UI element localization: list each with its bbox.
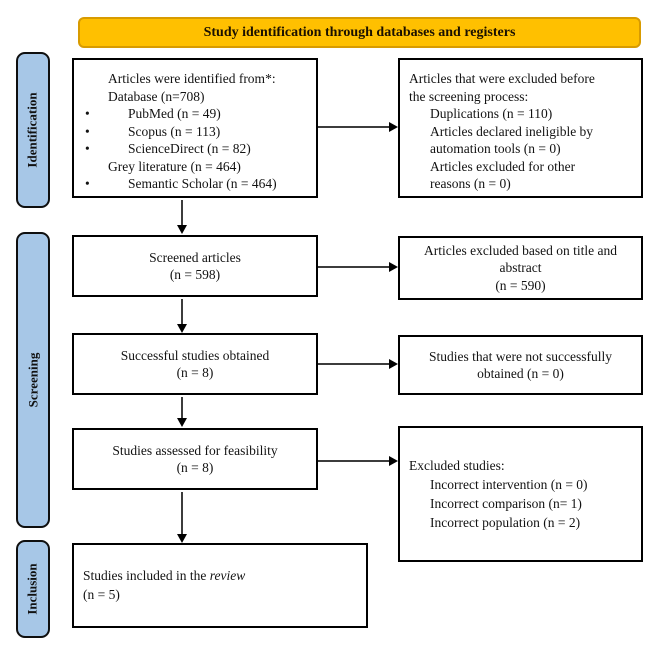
- arrow-feasibility-to-included: [177, 492, 187, 543]
- box-excluded-title-abstract: Articles excluded based on title and abs…: [398, 236, 643, 300]
- box-excluded-studies: Excluded studies: Incorrect intervention…: [398, 426, 643, 562]
- text-line: Articles that were excluded before: [409, 71, 595, 86]
- stage-screening-label: Screening: [25, 352, 40, 408]
- arrow-identified-to-screened: [177, 200, 187, 234]
- text-line: abstract: [499, 260, 542, 276]
- text-line: PubMed (n = 49): [128, 106, 221, 121]
- bullet-line: • Scopus (n = 113): [74, 123, 316, 141]
- text-line: (n = 8): [176, 460, 214, 475]
- stage-identification: Identification: [16, 52, 50, 208]
- text-line: (n = 598): [169, 267, 221, 282]
- box-screened-articles: Screened articles (n = 598): [72, 235, 318, 297]
- arrowhead-down-icon: [177, 418, 187, 427]
- bullet-icon: •: [85, 123, 90, 139]
- text-line: the screening process:: [409, 88, 529, 104]
- box-studies-obtained: Successful studies obtained (n = 8): [72, 333, 318, 395]
- box-studies-included: Studies included in the review (n = 5): [72, 543, 368, 628]
- arrowhead-right-icon: [389, 122, 398, 132]
- text-line: (n = 590): [495, 277, 546, 293]
- text-line: Studies that were not successfully: [429, 348, 612, 364]
- bullet-line: • Semantic Scholar (n = 464): [74, 175, 316, 193]
- bullet-icon: •: [85, 141, 90, 156]
- box-studies-not-obtained: Studies that were not successfully obtai…: [398, 335, 643, 395]
- stage-inclusion-label: Inclusion: [25, 563, 40, 615]
- bullet-icon: •: [85, 176, 90, 191]
- text-line: reasons (n = 0): [430, 176, 511, 191]
- text-line: Scopus (n = 113): [128, 123, 221, 139]
- text-line: Incorrect intervention (n = 0): [430, 477, 588, 492]
- box-assessed-feasibility: Studies assessed for feasibility (n = 8): [72, 428, 318, 490]
- text-line: Articles were identified from*:: [108, 71, 276, 86]
- box-articles-identified: Articles were identified from*: Database…: [72, 58, 318, 198]
- arrow-identified-to-excluded: [318, 122, 398, 132]
- text-line: Semantic Scholar (n = 464): [128, 176, 277, 191]
- stage-screening: Screening: [16, 232, 50, 528]
- text-segment: Studies included in the: [83, 568, 210, 583]
- stage-identification-label: Identification: [25, 92, 40, 168]
- bullet-line: • ScienceDirect (n = 82): [74, 140, 316, 158]
- text-line: Articles declared ineligible by: [430, 123, 594, 139]
- arrow-obtained-to-feasibility: [177, 397, 187, 427]
- text-line: Grey literature (n = 464): [108, 158, 241, 174]
- text-line: Duplications (n = 110): [430, 106, 553, 121]
- text-line: Successful studies obtained: [120, 347, 270, 363]
- text-line: automation tools (n = 0): [430, 141, 561, 156]
- text-line: Articles excluded for other: [430, 158, 576, 174]
- arrow-screened-to-obtained: [177, 299, 187, 333]
- text-line: (n = 5): [83, 587, 120, 602]
- text-line: Database (n=708): [108, 88, 205, 104]
- text-line: Studies included in the review: [83, 566, 366, 585]
- banner-study-identification: Study identification through databases a…: [78, 17, 641, 48]
- text-segment-italic: review: [209, 568, 246, 583]
- arrowhead-down-icon: [177, 225, 187, 234]
- text-line: obtained (n = 0): [477, 366, 564, 381]
- text-line: Articles excluded based on title and: [423, 242, 618, 258]
- arrow-feasibility-to-excludedstudies: [318, 456, 398, 466]
- arrow-obtained-to-notobtained: [318, 359, 398, 369]
- text-line: Incorrect comparison (n= 1): [430, 496, 582, 511]
- text-line: ScienceDirect (n = 82): [128, 141, 251, 156]
- text-line: Studies assessed for feasibility: [112, 442, 278, 458]
- arrowhead-down-icon: [177, 324, 187, 333]
- arrowhead-right-icon: [389, 456, 398, 466]
- box-excluded-before-screening: Articles that were excluded before the s…: [398, 58, 643, 198]
- text-line: (n = 8): [176, 365, 214, 380]
- text-line: Excluded studies:: [409, 458, 505, 473]
- stage-inclusion: Inclusion: [16, 540, 50, 638]
- bullet-line: • PubMed (n = 49): [74, 105, 316, 123]
- arrow-screened-to-excluded: [318, 262, 398, 272]
- bullet-icon: •: [85, 106, 90, 121]
- arrowhead-right-icon: [389, 359, 398, 369]
- banner-title: Study identification through databases a…: [203, 24, 516, 40]
- text-line: Incorrect population (n = 2): [430, 515, 581, 530]
- text-line: Screened articles: [149, 249, 241, 265]
- arrowhead-right-icon: [389, 262, 398, 272]
- arrowhead-down-icon: [177, 534, 187, 543]
